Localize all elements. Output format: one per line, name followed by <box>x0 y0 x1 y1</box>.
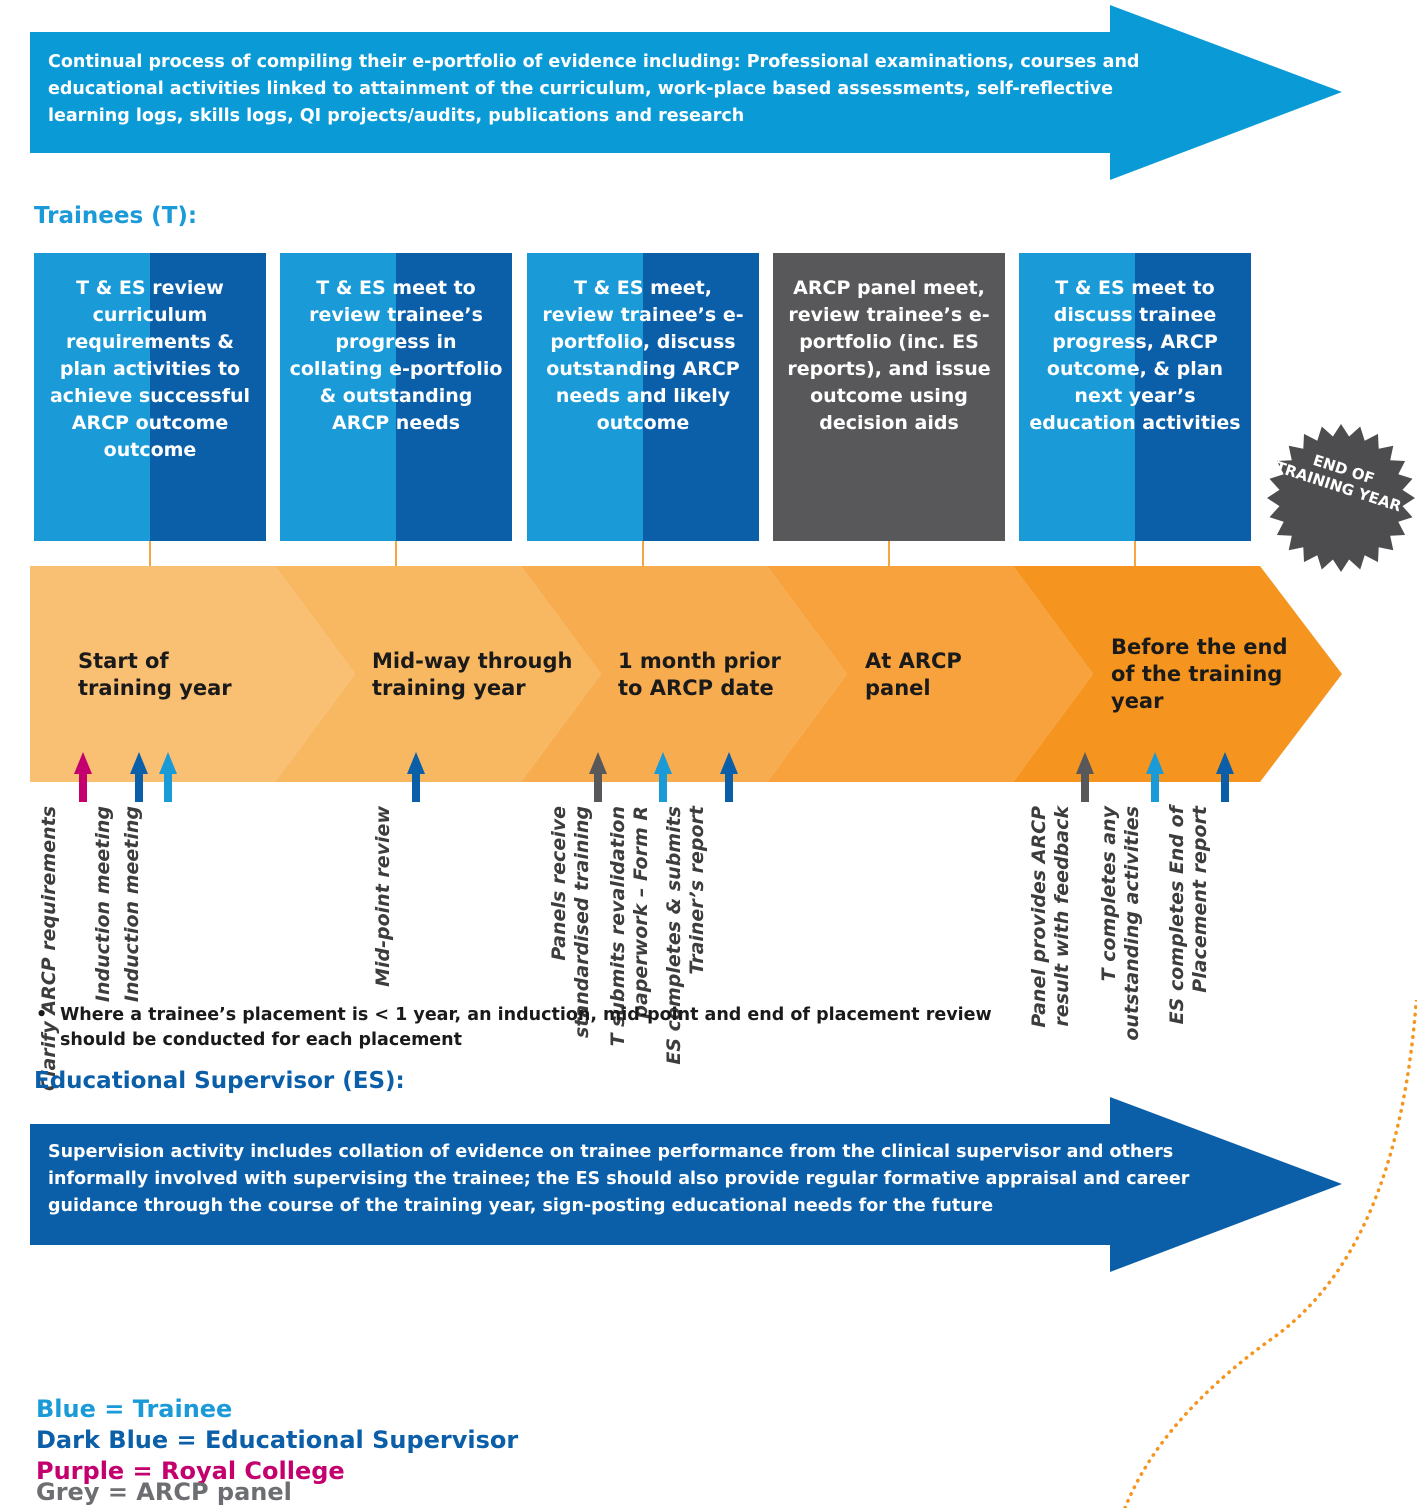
stage-label-midway: Mid-way through training year <box>372 649 573 700</box>
decorative-dotted-curve <box>1123 1000 1417 1508</box>
up-arrow-icon <box>720 752 738 802</box>
es-heading: Educational Supervisor (ES): <box>34 1068 405 1094</box>
portfolio-arrow-shape <box>30 5 1342 180</box>
activity-box-text: T & ES review curriculum requirements & … <box>49 277 251 461</box>
supervision-activity-text: Supervision activity includes collation … <box>48 1142 1190 1216</box>
box-connector <box>642 541 644 569</box>
up-arrow-icon <box>1076 752 1094 802</box>
legend-college: Purple = Royal College <box>36 1457 345 1485</box>
up-arrow-icon <box>159 752 177 802</box>
up-arrow-icon <box>130 752 148 802</box>
stage-label-arcp: At ARCP panel <box>865 649 962 700</box>
timeline-segment-3 <box>521 566 847 782</box>
arrow-label-form-r: T submits revalidation paperwork – Form … <box>607 806 652 1047</box>
stage-label-start: Start of training year <box>78 649 232 700</box>
legend-panel: Grey = ARCP panel <box>36 1478 292 1506</box>
box-connector <box>1134 541 1136 569</box>
box-connector <box>888 541 890 569</box>
timeline-segment-1 <box>30 566 355 782</box>
timeline-segment-5 <box>1013 566 1342 782</box>
activity-box-midway: T & ES meet to review trainee’s progress… <box>280 253 512 541</box>
arrow-label-panel-training: Panels receive standardised training <box>548 806 593 1039</box>
arrow-label-panel-result: Panel provides ARCP result with feedback <box>1028 806 1073 1028</box>
up-arrow-icon <box>407 752 425 802</box>
up-arrow-icon <box>589 752 607 802</box>
legend-supervisor: Dark Blue = Educational Supervisor <box>36 1426 519 1454</box>
end-of-year-badge-icon <box>1267 424 1415 572</box>
up-arrow-icon <box>1146 752 1164 802</box>
activity-box-end-year: T & ES meet to discuss trainee progress,… <box>1019 253 1251 541</box>
stage-label-prior-arcp: 1 month prior to ARCP date <box>618 649 781 700</box>
placement-note-text: Where a trainee’s placement is < 1 year,… <box>60 1005 992 1050</box>
activity-box-text: T & ES meet, review trainee’s e-portfoli… <box>542 277 744 434</box>
activity-box-prior-arcp: T & ES meet, review trainee’s e-portfoli… <box>527 253 759 541</box>
timeline-segment-2 <box>275 566 601 782</box>
box-connector <box>395 541 397 569</box>
bullet-icon: • <box>36 1005 48 1025</box>
timeline-segment-4 <box>767 566 1093 782</box>
up-arrow-icon <box>74 752 92 802</box>
timeline-arrow <box>30 566 1342 782</box>
activity-box-arcp-panel: ARCP panel meet, review trainee’s e-port… <box>773 253 1005 541</box>
placement-note: • Where a trainee’s placement is < 1 yea… <box>36 1003 996 1053</box>
arrow-label-trainer-report: ES completes & submits Trainer’s report <box>663 806 708 1065</box>
activity-box-start: T & ES review curriculum requirements & … <box>34 253 266 541</box>
supervision-arrow-shape <box>30 1097 1342 1272</box>
activity-box-text: T & ES meet to review trainee’s progress… <box>289 277 503 434</box>
portfolio-process-arrow: Continual process of compiling their e-p… <box>30 5 1342 180</box>
up-arrow-icon <box>1216 752 1234 802</box>
legend-trainee: Blue = Trainee <box>36 1395 233 1423</box>
portfolio-process-text: Continual process of compiling their e-p… <box>48 52 1140 126</box>
activity-box-text: ARCP panel meet, review trainee’s e-port… <box>787 277 991 434</box>
trainees-heading: Trainees (T): <box>34 203 198 229</box>
supervision-activity-arrow: Supervision activity includes collation … <box>30 1097 1342 1272</box>
up-arrow-icon <box>654 752 672 802</box>
stage-label-end: Before the end of the training year <box>1111 635 1288 713</box>
activity-box-text: T & ES meet to discuss trainee progress,… <box>1029 277 1241 434</box>
box-connector <box>149 541 151 569</box>
